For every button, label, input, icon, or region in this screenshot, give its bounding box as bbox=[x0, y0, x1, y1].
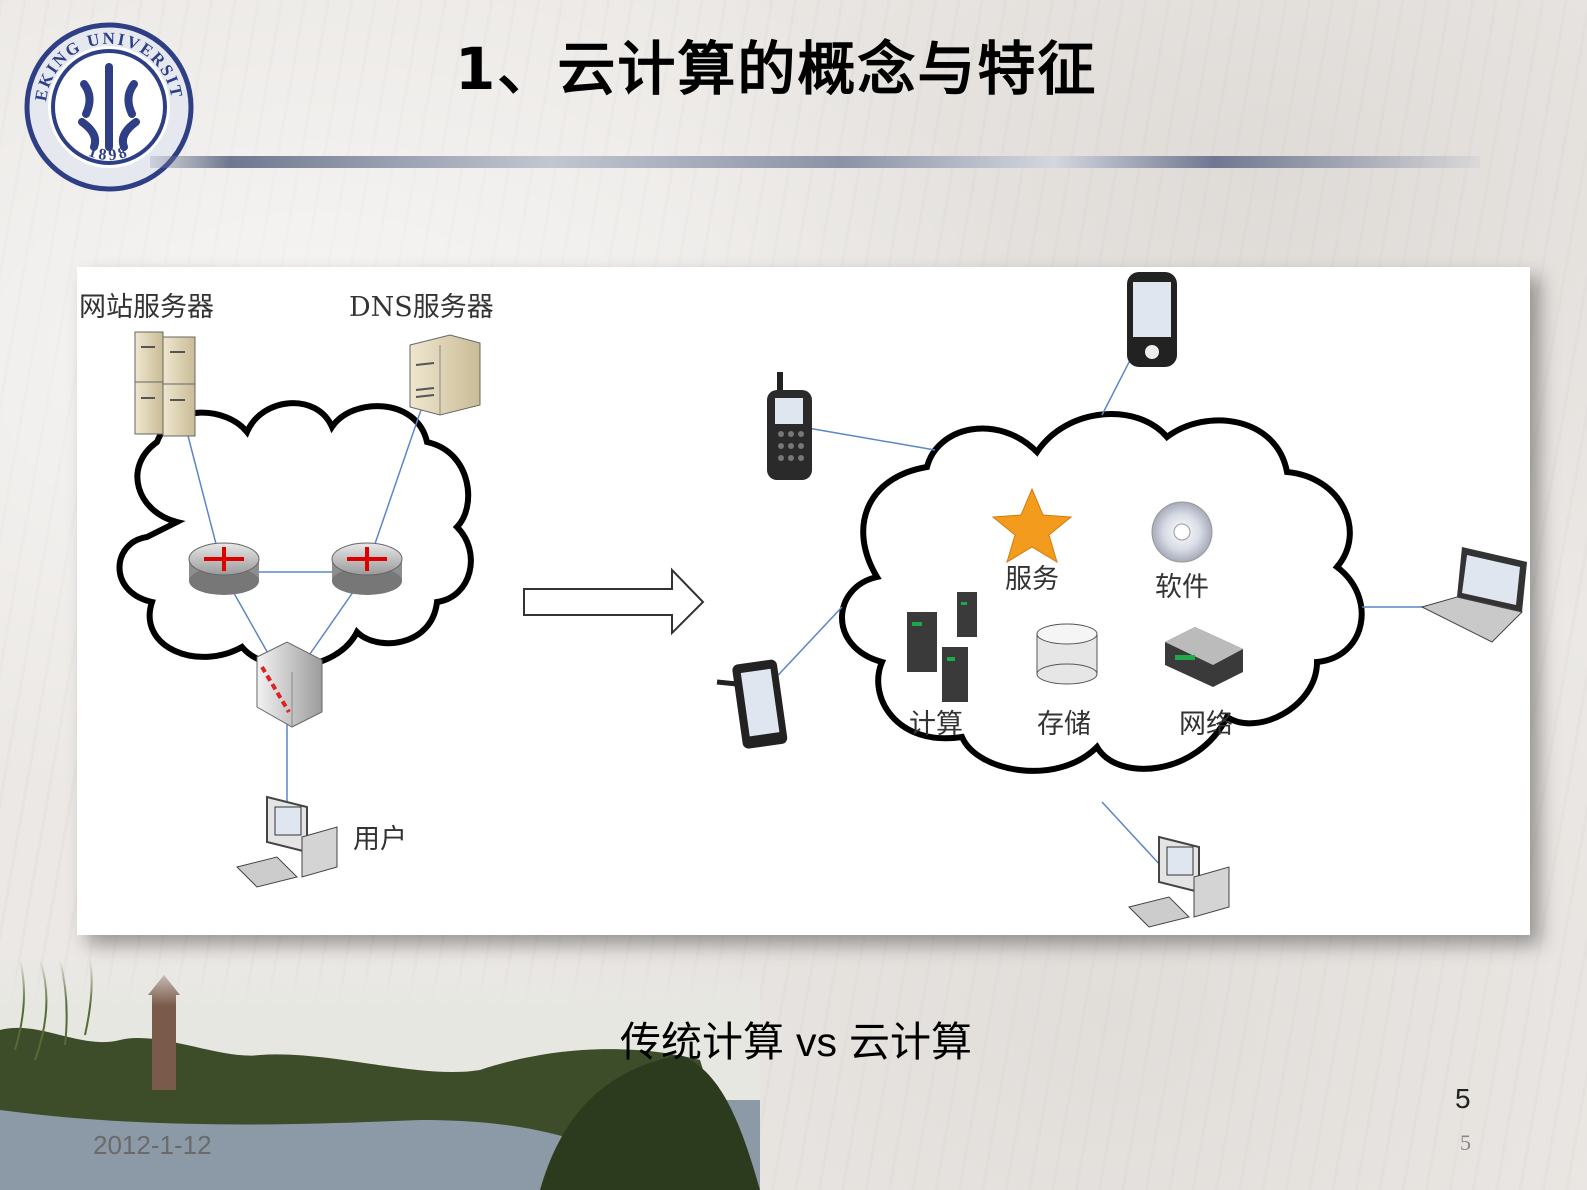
laptop-icon bbox=[1420, 547, 1527, 643]
storage-icon bbox=[1036, 623, 1098, 685]
cloud-computing-cloud bbox=[839, 411, 1365, 774]
dns-server-icon bbox=[409, 334, 481, 416]
caption-traditional: 传统计算 bbox=[620, 1018, 784, 1066]
web-server-label: 网站服务器 bbox=[79, 292, 214, 323]
caption-cloud: 云计算 bbox=[849, 1018, 972, 1066]
network-label: 网络 bbox=[1179, 709, 1233, 740]
peking-university-logo: PEKING UNIVERSITY 1898 bbox=[24, 22, 194, 192]
star-icon bbox=[991, 487, 1073, 564]
router-icon bbox=[331, 542, 403, 595]
title-divider bbox=[150, 156, 1480, 168]
dns-server-label: DNS服务器 bbox=[349, 292, 494, 323]
service-label: 服务 bbox=[1005, 564, 1059, 595]
slide-title: 1、云计算的概念与特征 bbox=[455, 35, 1098, 103]
compute-label: 计算 bbox=[909, 709, 963, 740]
mobile-phone-icon bbox=[767, 372, 812, 480]
user-computer-icon bbox=[236, 795, 338, 888]
page-number: 5 bbox=[1455, 1083, 1471, 1114]
router-icon bbox=[188, 542, 260, 595]
software-label: 软件 bbox=[1155, 572, 1209, 603]
campus-scenery-image bbox=[0, 960, 760, 1190]
caption-vs: vs bbox=[796, 1019, 837, 1065]
slide-date: 2012-1-12 bbox=[93, 1130, 212, 1160]
switch-icon bbox=[256, 641, 323, 728]
diagram-drawing bbox=[116, 272, 1527, 928]
user-label: 用户 bbox=[353, 824, 407, 855]
traditional-network-cloud bbox=[116, 400, 474, 670]
network-device-icon bbox=[1165, 627, 1243, 687]
tablet-icon bbox=[716, 659, 788, 749]
storage-label: 存储 bbox=[1037, 709, 1091, 740]
desktop-computer-icon bbox=[1128, 835, 1230, 928]
compute-servers-icon bbox=[907, 592, 977, 702]
pda-icon bbox=[1127, 272, 1177, 367]
diagram-caption: 传统计算 vs 云计算 bbox=[620, 1008, 972, 1068]
page-number-footer: 5 bbox=[1460, 1130, 1471, 1155]
cd-icon bbox=[1151, 501, 1213, 563]
right-arrow-icon bbox=[523, 567, 705, 636]
diagram-panel: 网站服务器 DNS服务器 用户 服务 软件 计算 存储 网络 bbox=[77, 267, 1530, 935]
web-server-icon bbox=[134, 331, 196, 437]
